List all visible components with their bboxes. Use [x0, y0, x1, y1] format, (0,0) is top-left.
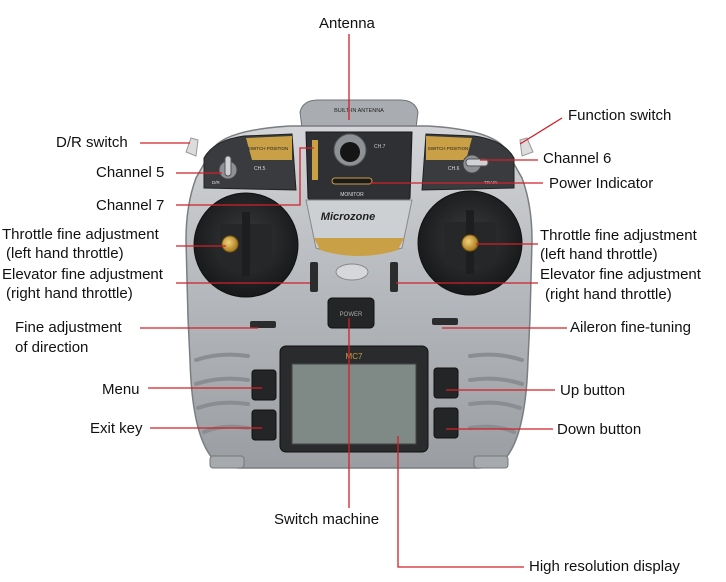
label-elevator-right-line1: Elevator fine adjustment [540, 266, 701, 283]
leader-channel7 [176, 147, 314, 206]
display-bezel: MC7 [279, 345, 429, 453]
ch7-knob-tag: CH.7 [374, 144, 386, 150]
right-vertical-trim[interactable] [390, 262, 398, 292]
right-stick-gimbal[interactable] [417, 190, 523, 296]
right-grip [468, 352, 524, 434]
brand-panel: Microzone [305, 199, 413, 256]
label-up-button: Up button [560, 382, 626, 399]
label-dr-switch: D/R switch [56, 134, 128, 151]
label-fine-direction-line1: Fine adjustment [15, 319, 122, 336]
channel7-slider[interactable] [312, 140, 318, 180]
right-switch-plate-text: SWITCH POSITION [428, 146, 469, 151]
label-elevator-left-line2: (right hand throttle) [6, 285, 133, 302]
label-menu: Menu [102, 381, 140, 398]
label-throttle-right-line2: (left hand throttle) [540, 246, 658, 263]
label-antenna: Antenna [319, 15, 375, 32]
dr-switch-post [185, 137, 199, 157]
down-key[interactable] [433, 407, 459, 439]
label-aileron: Aileron fine-tuning [570, 319, 691, 336]
label-power-indicator: Power Indicator [549, 175, 654, 192]
antenna-housing: BUILT-IN ANTENNA [299, 99, 419, 129]
exit-key[interactable] [251, 409, 277, 441]
label-channel5: Channel 5 [96, 164, 165, 181]
menu-key[interactable] [251, 369, 277, 401]
label-down-button: Down button [557, 421, 642, 438]
label-throttle-right-line1: Throttle fine adjustment [540, 227, 697, 244]
right-foot [473, 455, 509, 469]
left-stick-gimbal[interactable] [193, 192, 299, 298]
right-stick-knob[interactable] [461, 234, 479, 252]
center-emblem [335, 263, 369, 281]
leader-display [397, 436, 524, 568]
label-switch-machine: Switch machine [274, 511, 380, 528]
center-top-panel: CH.7 MONITOR [305, 131, 413, 211]
label-elevator-left-line1: Elevator fine adjustment [2, 266, 163, 283]
label-fine-direction-line2: of direction [15, 339, 89, 356]
ch5-tag: CH.5 [254, 166, 266, 172]
channel5-toggle[interactable] [218, 155, 238, 180]
label-channel6: Channel 6 [543, 150, 612, 167]
label-throttle-left-line2: (left hand throttle) [6, 245, 124, 262]
dr-tag: D/R [212, 180, 221, 185]
built-in-antenna-tag: BUILT-IN ANTENNA [334, 108, 384, 114]
direction-trim[interactable] [250, 321, 276, 328]
power-switch-tag: POWER [340, 312, 363, 318]
aileron-trim[interactable] [432, 318, 458, 325]
leader-function-switch [519, 117, 563, 145]
label-function-switch: Function switch [568, 107, 672, 124]
left-stick-knob[interactable] [221, 235, 239, 253]
label-exit-key: Exit key [90, 420, 143, 437]
left-foot [209, 455, 245, 469]
lcd-screen [291, 363, 417, 445]
label-throttle-left-line1: Throttle fine adjustment [2, 226, 159, 243]
label-elevator-right-line2: (right hand throttle) [545, 286, 672, 303]
up-key[interactable] [433, 367, 459, 399]
monitor-tag: MONITOR [340, 192, 364, 198]
power-switch[interactable]: POWER [327, 297, 375, 329]
brand-logo: Microzone [321, 211, 375, 223]
label-display: High resolution display [529, 558, 680, 575]
display-model-label: MC7 [346, 352, 363, 361]
left-vertical-trim[interactable] [310, 262, 318, 292]
leader-lines [140, 34, 567, 568]
ch6-tag: CH.6 [448, 166, 460, 172]
channel6-toggle[interactable] [462, 154, 489, 174]
power-indicator-led [331, 177, 373, 185]
label-channel7: Channel 7 [96, 197, 165, 214]
left-switch-plate-text: SWITCH POSITION [248, 146, 289, 151]
